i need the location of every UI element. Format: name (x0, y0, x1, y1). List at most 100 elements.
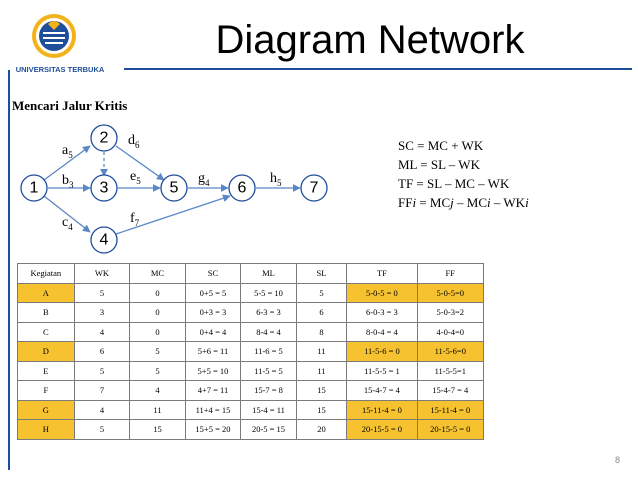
logo-wordmark: UNIVERSITAS TERBUKA (16, 65, 105, 74)
table-cell-mc: 5 (129, 360, 186, 381)
table-cell-tf: 15-4-7 = 4 (346, 380, 418, 401)
svg-text:7: 7 (310, 180, 319, 197)
table-cell-ml: 6-3 = 3 (240, 302, 297, 323)
table-cell-tf: 6-0-3 = 3 (346, 302, 418, 323)
page-number: 8 (614, 455, 620, 465)
table-header-row: Kegiatan WK MC SC ML SL TF FF (17, 263, 485, 284)
table-cell-ff: 20-15-5 = 0 (416, 419, 485, 440)
table-cell-wk: 6 (73, 341, 131, 362)
edge-label-d: d6 (128, 133, 140, 150)
table-cell-sl: 20 (295, 419, 348, 440)
th-kegiatan: Kegiatan (17, 263, 75, 284)
node-4: 4 (90, 226, 118, 254)
table-cell-ff: 15-4-7 = 4 (416, 380, 485, 401)
edge-label-b: b3 (62, 173, 74, 190)
table-cell-wk: 5 (73, 282, 131, 303)
table-cell-mc: 0 (129, 321, 186, 342)
table-cell-sl: 15 (295, 399, 348, 420)
edge-label-c: c4 (62, 215, 73, 232)
edge-label-e: e5 (130, 169, 141, 186)
table-cell-ml: 11-5 = 5 (240, 360, 297, 381)
formula-ff: FFi = MCj – MCi – WKi (398, 195, 529, 210)
node-2: 2 (90, 124, 118, 152)
table-cell-mc: 0 (129, 282, 186, 303)
table-cell-sl: 6 (295, 302, 348, 323)
section-subtitle: Mencari Jalur Kritis (12, 98, 128, 113)
th-ff: FF (416, 263, 485, 284)
table-cell-sl: 8 (295, 321, 348, 342)
table-cell-sl: 15 (295, 380, 348, 401)
table-cell-sc: 11+4 = 15 (184, 399, 242, 420)
table-cell-sc: 5+5 = 10 (184, 360, 242, 381)
table-cell-sc: 15+5 = 20 (184, 419, 242, 440)
table-cell-tf: 15-11-4 = 0 (346, 399, 418, 420)
table-cell-ff: 5-0-3=2 (416, 302, 485, 323)
table-cell-kegiatan: D (17, 341, 75, 362)
table-cell-tf: 11-5-5 = 1 (346, 360, 418, 381)
table-cell-ml: 8-4 = 4 (240, 321, 297, 342)
th-tf: TF (346, 263, 418, 284)
table-cell-wk: 4 (73, 399, 131, 420)
svg-text:1: 1 (30, 180, 39, 197)
table-cell-kegiatan: A (17, 282, 75, 303)
table-cell-sc: 0+4 = 4 (184, 321, 242, 342)
formula-ml: ML = SL – WK (398, 157, 480, 172)
table-cell-kegiatan: F (17, 380, 75, 401)
table-cell-ff: 5-0-5=0 (416, 282, 485, 303)
table-cell-mc: 0 (129, 302, 186, 323)
table-cell-sc: 5+6 = 11 (184, 341, 242, 362)
svg-text:4: 4 (100, 232, 109, 249)
table-cell-kegiatan: H (17, 419, 75, 440)
table-cell-kegiatan: G (17, 399, 75, 420)
node-6: 6 (228, 174, 256, 202)
table-cell-tf: 5-0-5 = 0 (346, 282, 418, 303)
table-cell-ff: 15-11-4 = 0 (416, 399, 485, 420)
table-cell-wk: 4 (73, 321, 131, 342)
left-accent-bar (8, 70, 10, 470)
th-wk: WK (73, 263, 131, 284)
table-cell-tf: 8-0-4 = 4 (346, 321, 418, 342)
node-3: 3 (90, 174, 118, 202)
edge-c (43, 195, 91, 233)
table-cell-wk: 3 (73, 302, 131, 323)
table-cell-tf: 11-5-6 = 0 (346, 341, 418, 362)
th-sl: SL (295, 263, 348, 284)
edge-label-h: h5 (270, 171, 282, 188)
formula-tf: TF = SL – MC – WK (398, 176, 510, 191)
svg-text:2: 2 (100, 130, 109, 147)
table-cell-ml: 15-4 = 11 (240, 399, 297, 420)
edge-f (115, 194, 231, 235)
th-ml: ML (240, 263, 297, 284)
edge-label-f: f7 (130, 211, 140, 228)
table-cell-ff: 11-5-5=1 (416, 360, 485, 381)
formula-block: SC = MC + WK ML = SL – WK TF = SL – MC –… (398, 136, 529, 212)
th-sc: SC (184, 263, 242, 284)
table-cell-ff: 4-0-4=0 (416, 321, 485, 342)
node-7: 7 (300, 174, 328, 202)
table-cell-mc: 4 (129, 380, 186, 401)
svg-text:3: 3 (100, 180, 109, 197)
table-cell-ml: 5-5 = 10 (240, 282, 297, 303)
page-title: Diagram Network (215, 18, 525, 62)
table-cell-tf: 20-15-5 = 0 (346, 419, 418, 440)
table-cell-ff: 11-5-6=0 (416, 341, 485, 362)
table-cell-wk: 5 (73, 419, 131, 440)
edge-label-g: g4 (198, 171, 210, 188)
svg-text:6: 6 (238, 180, 247, 197)
node-1: 1 (20, 174, 48, 202)
table-cell-mc: 11 (129, 399, 186, 420)
table-cell-kegiatan: E (17, 360, 75, 381)
table-cell-wk: 7 (73, 380, 131, 401)
table-cell-sc: 0+5 = 5 (184, 282, 242, 303)
title-divider (124, 68, 632, 70)
edge-d (115, 145, 165, 181)
svg-text:5: 5 (170, 180, 179, 197)
